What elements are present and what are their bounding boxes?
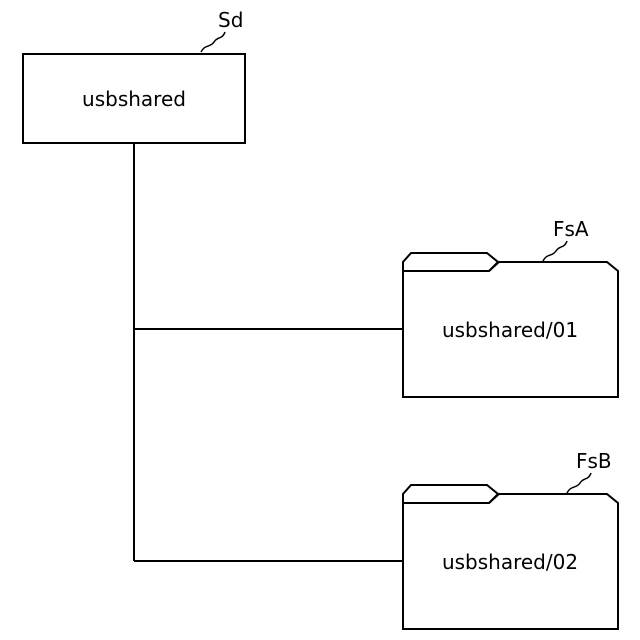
folder-tab-01 — [403, 253, 498, 271]
folder-ref-leader-01 — [543, 241, 567, 261]
root-ref-leader — [201, 32, 225, 52]
root-directory-label: usbshared — [82, 87, 186, 111]
tree-connectors — [134, 143, 403, 561]
root-directory-node[interactable]: usbshared Sd — [23, 8, 245, 143]
folder-node-02[interactable]: usbshared/02 FsB — [403, 449, 618, 629]
folder-label-02: usbshared/02 — [442, 550, 578, 574]
folder-ref-leader-02 — [567, 473, 591, 493]
folder-node-01[interactable]: usbshared/01 FsA — [403, 217, 618, 397]
root-ref-label: Sd — [218, 8, 243, 32]
folder-ref-label-02: FsB — [576, 449, 612, 473]
folder-tab-02 — [403, 485, 498, 503]
folder-ref-label-01: FsA — [553, 217, 589, 241]
folder-label-01: usbshared/01 — [442, 318, 578, 342]
